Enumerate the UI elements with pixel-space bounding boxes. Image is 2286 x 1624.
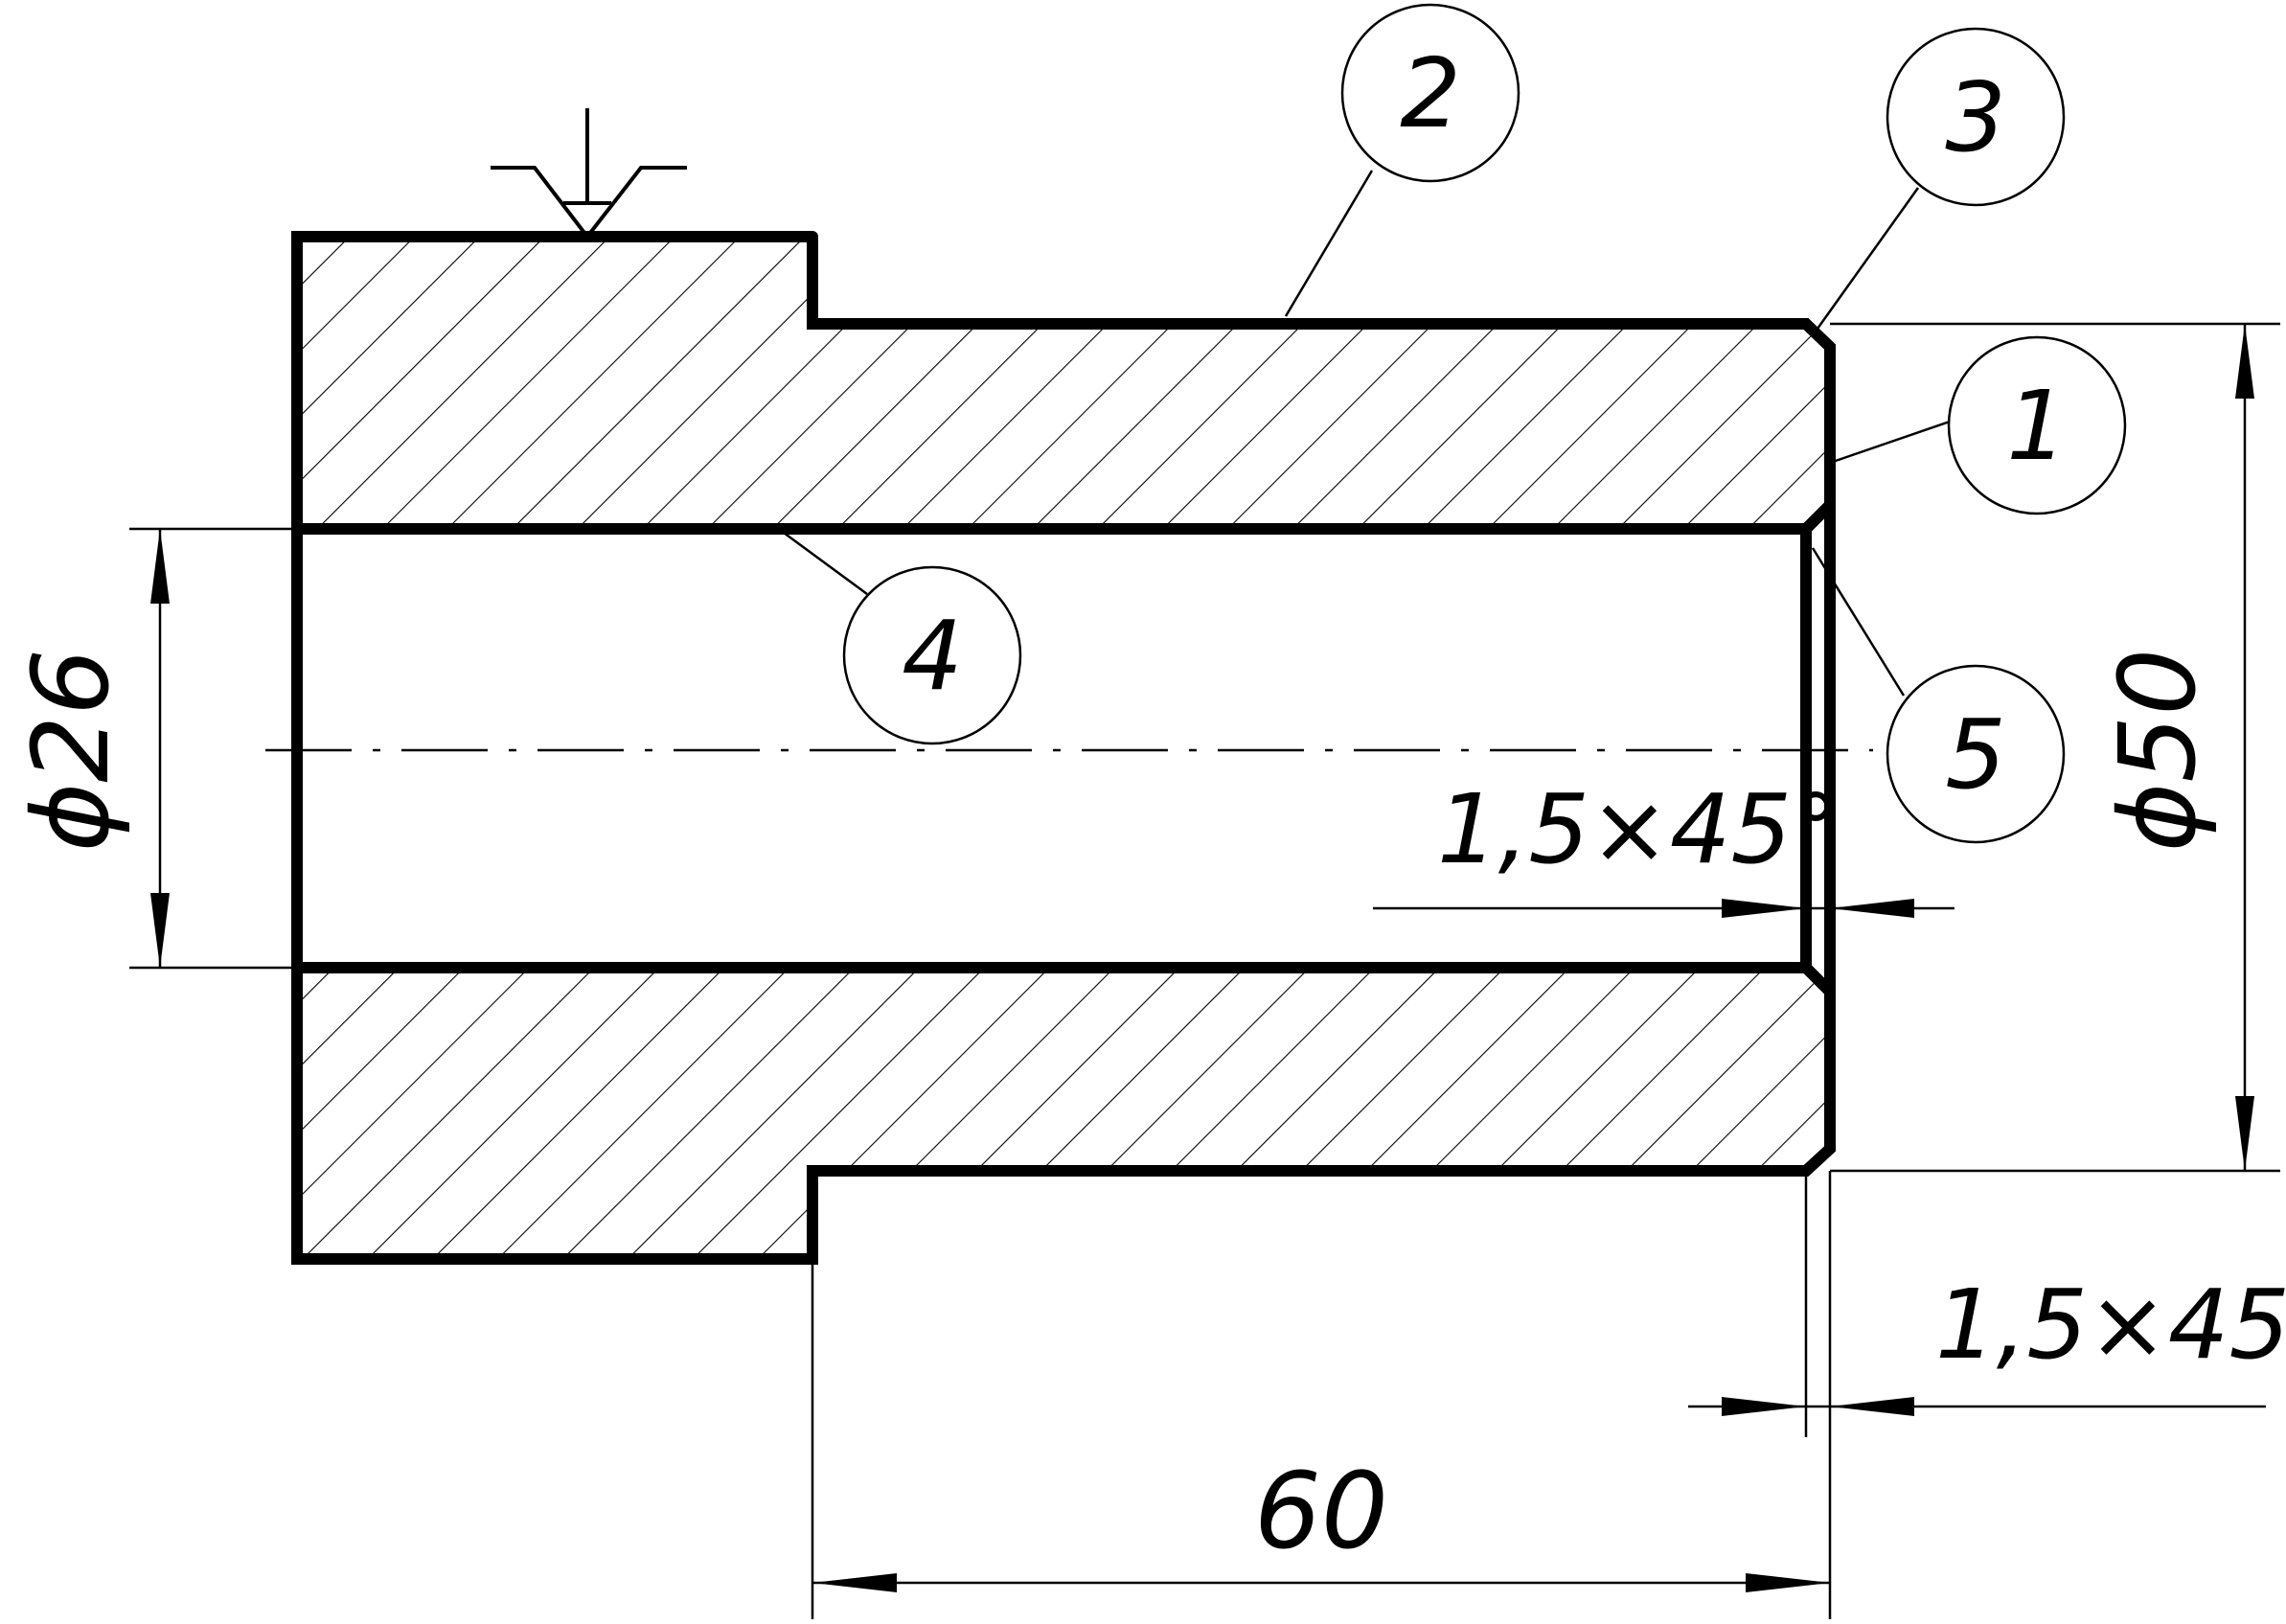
callout-5-label: 5 <box>1945 698 2006 811</box>
callout-3-label: 3 <box>1945 61 2006 173</box>
surface-roughness-symbol <box>491 108 687 240</box>
callout-4: 4 <box>842 565 1022 745</box>
callout-2-label: 2 <box>1400 37 1461 149</box>
dimension-lines <box>150 324 2266 1592</box>
leader-lines <box>783 170 1951 697</box>
section-hatching <box>297 237 1830 1259</box>
dim-outer-diameter: ϕ50 <box>2096 649 2219 853</box>
callout-3: 3 <box>1886 27 2066 207</box>
callout-1-label: 1 <box>2006 370 2068 482</box>
dim-inner-diameter: ϕ26 <box>10 649 132 853</box>
dim-inner-chamfer: 1,5×45° <box>1437 773 1840 885</box>
callout-1: 1 <box>1947 335 2127 515</box>
extension-lines <box>129 322 2280 1619</box>
dim-outer-chamfer: 1,5×45° <box>1935 1269 2286 1381</box>
callout-5: 5 <box>1886 664 2066 844</box>
dim-length: 60 <box>1254 1450 1388 1572</box>
callout-4-label: 4 <box>902 600 963 712</box>
callout-2: 2 <box>1340 3 1520 183</box>
